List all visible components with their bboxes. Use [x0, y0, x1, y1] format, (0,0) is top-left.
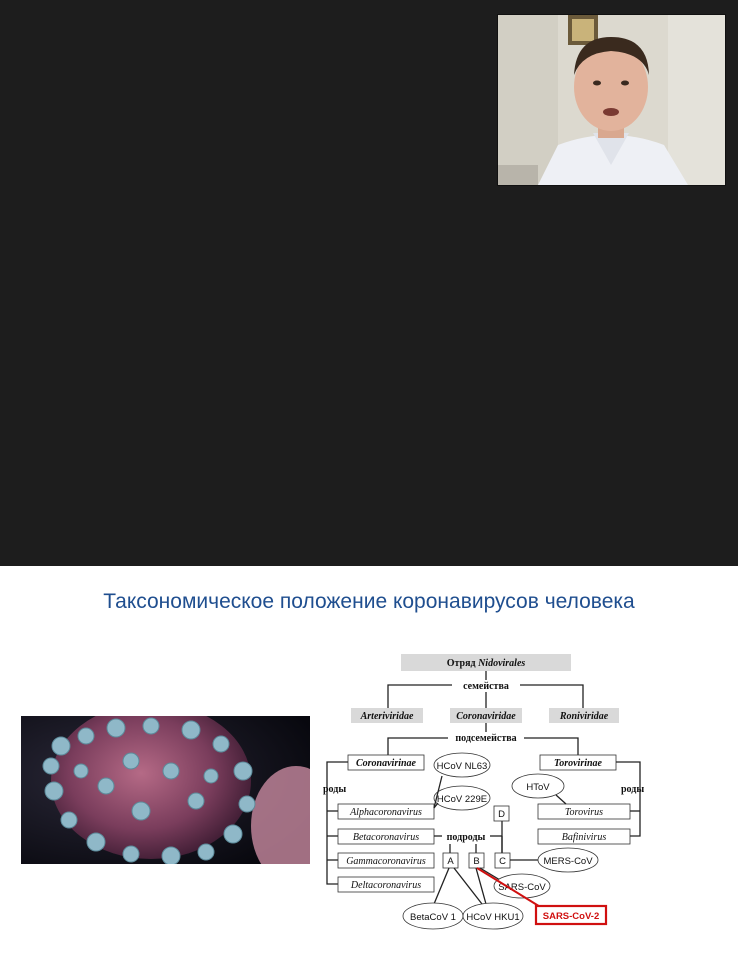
- genus-betacoronavirus: Betacoronavirus: [353, 832, 419, 843]
- subfamilies-label: подсемейства: [455, 733, 516, 744]
- participant-video-image: [498, 15, 725, 185]
- virus-sars-cov: SARS-CoV: [498, 882, 546, 893]
- family-roniviridae-box: [549, 708, 619, 723]
- subfamily-coronavirinae: Coronavirinae: [356, 758, 417, 769]
- virus-hcov-229e-oval: [433, 785, 491, 811]
- family-arteriviridae-box: [351, 708, 423, 723]
- virus-hcov-hku1-oval: [462, 902, 524, 930]
- virus-hcov-hku1: HCoV HKU1: [466, 912, 519, 923]
- subgenus-b: B: [473, 856, 479, 867]
- virus-hcov-nl63: HCoV NL63: [437, 761, 488, 772]
- genera-label-right: роды: [621, 784, 644, 795]
- subgenera-label: подроды: [447, 832, 486, 843]
- subgenus-d: D: [498, 809, 505, 820]
- coronavirus-illustration: [21, 716, 310, 864]
- order-label: Отряд Nidovirales: [447, 658, 526, 669]
- virus-sars-cov-oval: [493, 873, 551, 899]
- order-box: [401, 654, 571, 671]
- virus-hcov-229e: HCoV 229E: [437, 794, 487, 805]
- taxonomy-diagram: Отряд Nidovirales семейства Arterivirida…: [323, 654, 644, 930]
- virus-betacov1: BetaCoV 1: [410, 912, 456, 923]
- genus-bafinivirus: Bafinivirus: [562, 832, 607, 843]
- genus-alphacoronavirus-box: [337, 803, 435, 820]
- subgenus-a: A: [447, 856, 454, 867]
- subgenus-a-box: [442, 852, 459, 869]
- virus-htov-oval: [511, 773, 565, 799]
- virus-sars-cov-2: SARS-CoV-2: [543, 911, 599, 922]
- genus-gammacoronavirus-box: [337, 852, 435, 869]
- genus-torovirus: Torovirus: [565, 807, 603, 818]
- virus-htov: HToV: [526, 782, 550, 793]
- virus-sars-cov-2-box: [534, 904, 608, 926]
- genus-deltacoronavirus: Deltacoronavirus: [350, 880, 421, 891]
- family-coronaviridae: Coronaviridae: [456, 711, 516, 722]
- participant-video[interactable]: [497, 14, 726, 186]
- families-label: семейства: [463, 681, 509, 692]
- subgenus-d-box: [493, 805, 510, 822]
- family-arteriviridae: Arteriviridae: [360, 711, 414, 722]
- virus-hcov-nl63-oval: [433, 752, 491, 778]
- subfamily-torovirinae: Torovirinae: [554, 758, 603, 769]
- family-roniviridae: Roniviridae: [559, 711, 609, 722]
- virus-mers-cov-oval: [537, 847, 599, 873]
- subgenus-c: C: [499, 856, 506, 867]
- genus-alphacoronavirus: Alphacoronavirus: [349, 807, 422, 818]
- slide-title: Таксономическое положение коронавирусов …: [103, 590, 635, 613]
- genus-bafinivirus-box: [537, 828, 631, 845]
- genus-deltacoronavirus-box: [337, 876, 435, 893]
- presentation-slide: Таксономическое положение коронавирусов …: [0, 566, 738, 972]
- genus-torovirus-box: [537, 803, 631, 820]
- genus-gammacoronavirus: Gammacoronavirus: [346, 856, 426, 867]
- virus-mers-cov: MERS-CoV: [543, 856, 593, 867]
- family-coronaviridae-box: [450, 708, 522, 723]
- genera-label-left: роды: [323, 784, 346, 795]
